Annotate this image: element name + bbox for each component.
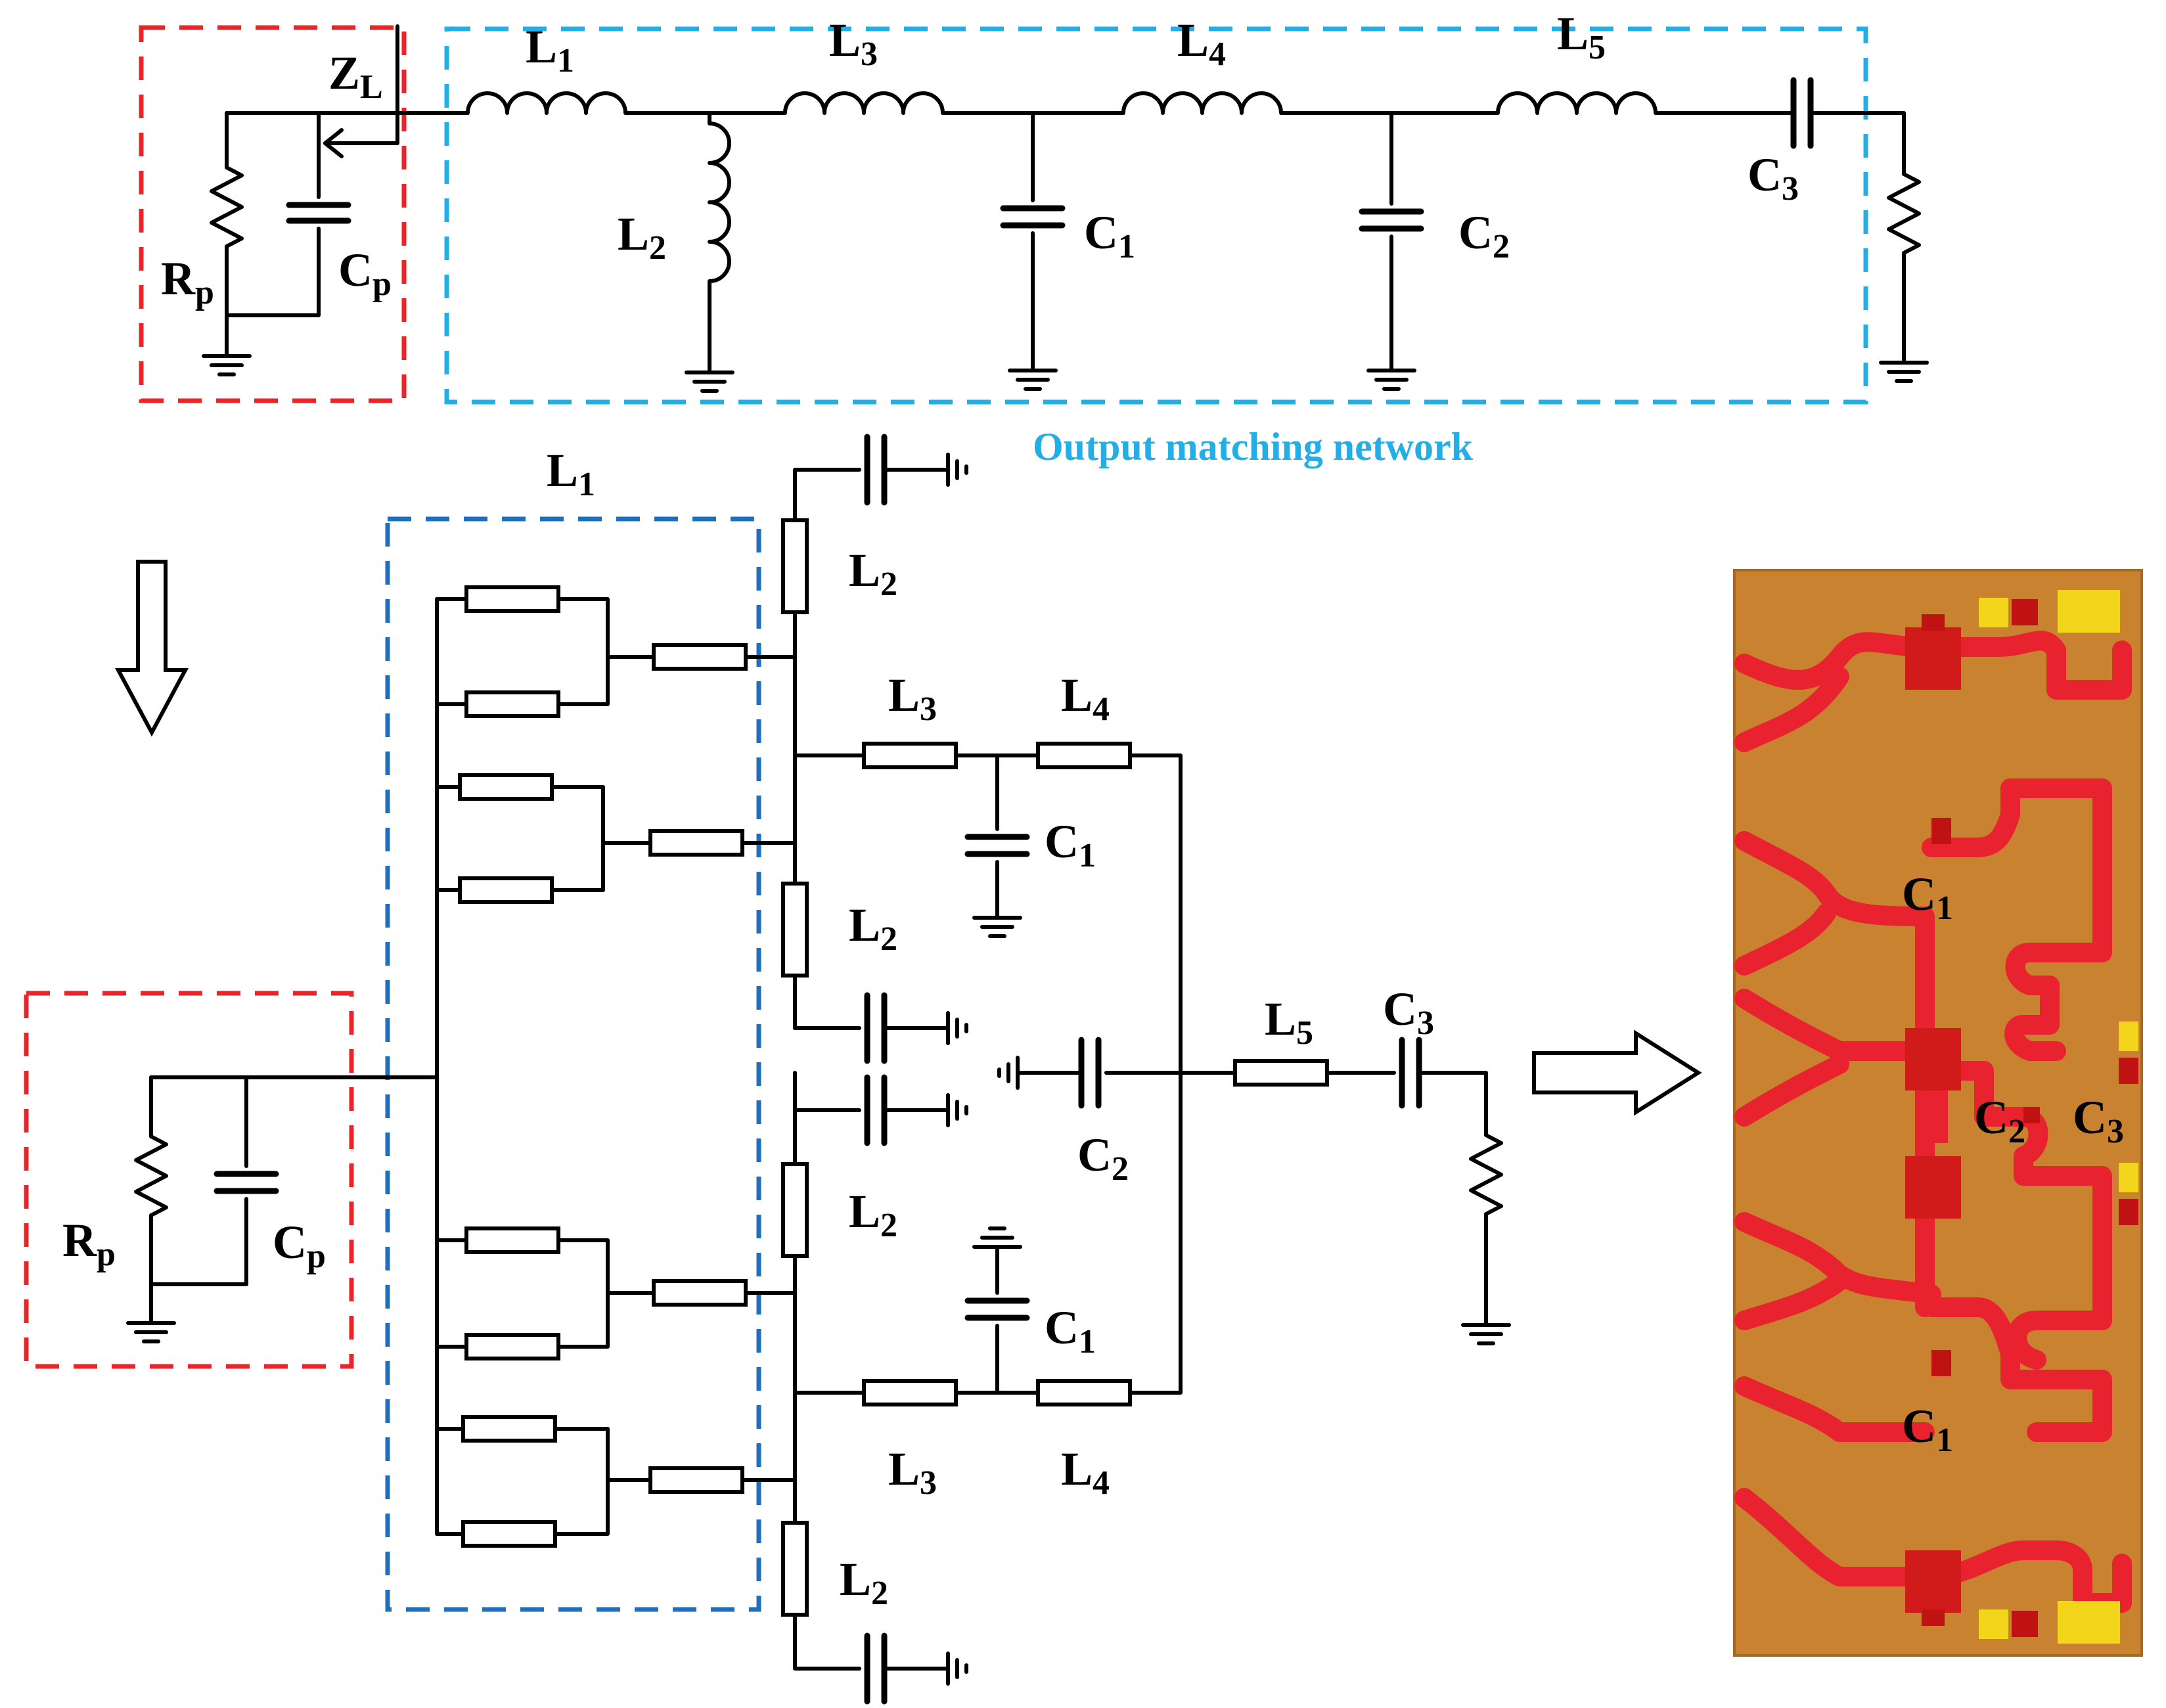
top-label-l1: L1 — [526, 20, 574, 79]
top-label-l3: L3 — [829, 14, 878, 73]
chip-label-c1-lower: C1 — [1902, 1400, 1953, 1459]
chip-yellow-pad-4 — [2058, 1601, 2120, 1644]
bottom-label-l4-upper: L4 — [1061, 669, 1110, 728]
top-label-l4: L4 — [1177, 14, 1226, 73]
output-matching-network-box — [444, 26, 1868, 405]
bottom-label-l2-2: L2 — [849, 899, 897, 958]
chip-photo: C1 C1 C2 C3 — [1733, 569, 2143, 1657]
top-label-c2: C2 — [1458, 206, 1510, 265]
top-schematic: ZL L1 L3 L4 L5 L2 C1 C2 C3 Rp Cp — [139, 7, 1929, 405]
chip-yellow-pad-3 — [1979, 1609, 2008, 1639]
chip-pad-2 — [1905, 1028, 1961, 1090]
bottom-output-section — [997, 1037, 1511, 1345]
bottom-label-c1-lower: C1 — [1045, 1301, 1096, 1360]
bottom-label-l3-lower: L3 — [888, 1443, 937, 1502]
bottom-label-cp: Cp — [273, 1216, 326, 1275]
bottom-l1-network — [435, 585, 797, 1548]
bottom-device-box — [24, 991, 354, 1369]
bottom-label-c3: C3 — [1383, 983, 1434, 1042]
bottom-label-l4-lower: L4 — [1061, 1443, 1110, 1502]
top-label-c1: C1 — [1084, 206, 1135, 265]
chip-pad-1 — [1905, 627, 1961, 690]
chip-yellow-pad-1 — [1979, 598, 2008, 627]
top-label-zl: ZL — [328, 47, 383, 106]
chip-label-c2: C2 — [1974, 1091, 2025, 1150]
down-arrow-icon — [114, 560, 189, 737]
top-label-l5: L5 — [1557, 7, 1606, 66]
bottom-label-rp: Rp — [62, 1214, 116, 1273]
bottom-label-c2: C2 — [1077, 1129, 1129, 1188]
chip-traces — [1734, 631, 2132, 1613]
chip-pad-4 — [1905, 1550, 1961, 1613]
bottom-lower-branch — [781, 1071, 1183, 1705]
chip-yellow-pad-2 — [2058, 590, 2120, 633]
caption-output-matching-network: Output matching network — [1033, 425, 1474, 468]
right-arrow-icon — [1532, 1029, 1702, 1116]
bottom-device-parasitics — [126, 1075, 439, 1343]
chip-pad-3 — [1905, 1156, 1961, 1219]
top-label-l2: L2 — [618, 208, 666, 267]
top-device-parasitics — [202, 24, 462, 376]
top-label-c3: C3 — [1748, 148, 1799, 208]
bottom-label-l2-3: L2 — [849, 1185, 897, 1244]
chip-label-c3: C3 — [2073, 1091, 2124, 1150]
bottom-label-l2-1: L2 — [849, 544, 897, 603]
bottom-label-l3-upper: L3 — [888, 669, 937, 728]
l1-network-box — [385, 516, 761, 1612]
bottom-label-c1-upper: C1 — [1045, 815, 1096, 874]
top-label-cp: Cp — [338, 244, 392, 303]
bottom-label-l5: L5 — [1265, 993, 1313, 1052]
top-label-rp: Rp — [161, 252, 214, 311]
chip-c1-lower-pad — [1931, 1350, 1951, 1376]
chip-c2-c3-gap — [2023, 1107, 2040, 1123]
chip-c1-upper-pad — [1931, 818, 1951, 844]
bottom-label-l1: L1 — [547, 444, 595, 503]
bottom-label-l2-4: L2 — [840, 1553, 888, 1612]
bottom-schematic: L1 L2 L2 L2 L2 L3 L4 L3 L4 C1 C1 C2 C3 L… — [24, 434, 1511, 1705]
chip-label-c1-upper: C1 — [1902, 868, 1953, 927]
bottom-upper-branch — [781, 434, 1183, 1075]
top-device-box — [139, 25, 407, 403]
top-matching-chain — [458, 77, 1929, 393]
